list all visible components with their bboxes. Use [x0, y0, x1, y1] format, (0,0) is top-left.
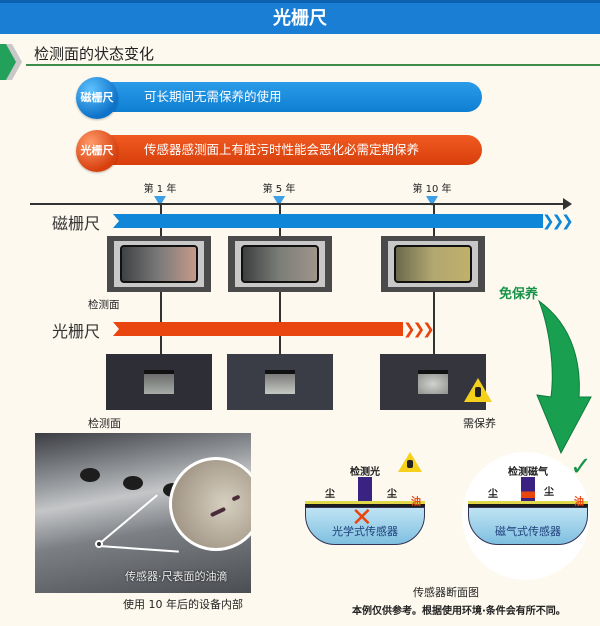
year-label: 第 10 年	[412, 184, 452, 195]
zoom-target-dot	[95, 540, 103, 548]
maintenance-free-arrow-icon	[536, 299, 592, 455]
year-label: 第 1 年	[143, 184, 177, 195]
blocked-x-icon: ✕	[351, 503, 373, 533]
optical-sensor-label: 光学式传感器	[332, 525, 398, 538]
title-bar: 光栅尺	[0, 0, 600, 34]
magnetic-surface-year1	[107, 236, 211, 292]
equipment-photo: 传感器·尺表面的油滴	[35, 433, 251, 593]
magnetic-surface-label: 检测面	[88, 299, 120, 311]
dust-label: 尘	[325, 489, 335, 500]
maintenance-free-label: 免保养	[499, 287, 539, 302]
magnified-oil-drop	[169, 457, 251, 551]
oil-label: 油	[411, 497, 421, 508]
oil-label: 油	[574, 497, 584, 508]
photo-inner-caption: 传感器·尺表面的油滴	[125, 570, 228, 583]
magnetic-sensor-diagram: 检测磁气 尘 尘 油 磁气式传感器	[468, 465, 588, 545]
detect-magnetic-label: 检测磁气	[508, 467, 548, 478]
detect-light-label: 检测光	[350, 467, 380, 478]
magnetic-surface-year5	[228, 236, 332, 292]
section-header: 检测面的状态变化	[0, 40, 600, 80]
time-axis	[30, 198, 572, 210]
optical-sensor-diagram: 检测光 ✕ 尘 尘 油 光学式传感器	[305, 465, 425, 545]
zoom-pointer	[98, 545, 179, 553]
optical-continues-icon: ❯❯❯	[403, 320, 435, 338]
optical-badge: 光栅尺	[76, 130, 118, 172]
axis-arrow-icon	[563, 198, 572, 210]
dust-label: 尘	[544, 487, 554, 498]
section-tab-icon	[0, 44, 22, 80]
optical-surface-year5	[227, 354, 333, 410]
marker-triangle-icon	[154, 196, 166, 206]
check-icon: ✓	[570, 452, 592, 482]
year-marker-1: 第 1 年	[135, 180, 185, 206]
disclaimer-note: 本例仅供参考。根据使用环境·条件会有所不同。	[352, 606, 566, 617]
year-label: 第 5 年	[262, 184, 296, 195]
diagram-caption: 传感器断面图	[413, 586, 479, 599]
optical-surface-label: 检测面	[88, 417, 121, 430]
magnetic-summary-pill: 磁栅尺 可长期间无需保养的使用	[76, 77, 482, 119]
optical-row-label: 光栅尺	[52, 322, 101, 341]
magnetic-surface-year10	[381, 236, 485, 292]
section-title: 检测面的状态变化	[34, 45, 155, 63]
magnetic-continues-icon: ❯❯❯	[542, 212, 574, 230]
optical-summary-text: 传感器感测面上有脏污时性能会恶化必需定期保养	[144, 142, 420, 157]
optical-warning-icon	[398, 452, 422, 472]
magnetic-summary-text: 可长期间无需保养的使用	[144, 89, 282, 104]
magnetic-badge: 磁栅尺	[76, 77, 118, 119]
optical-lifetime-band	[113, 322, 403, 336]
magnetic-sensor-label: 磁气式传感器	[495, 525, 561, 538]
year-marker-5: 第 5 年	[254, 180, 304, 206]
marker-triangle-icon	[426, 196, 438, 206]
year-marker-10: 第 10 年	[407, 180, 457, 206]
magnetic-row-label: 磁栅尺	[52, 214, 101, 233]
dust-label: 尘	[488, 489, 498, 500]
maintenance-required-label: 需保养	[463, 417, 496, 430]
zoom-pointer	[98, 494, 158, 545]
magnetic-lifetime-band	[113, 214, 543, 228]
section-divider	[26, 64, 600, 66]
photo-caption: 使用 10 年后的设备内部	[123, 598, 243, 611]
optical-surface-year1	[106, 354, 212, 410]
optical-summary-pill: 光栅尺 传感器感测面上有脏污时性能会恶化必需定期保养	[76, 130, 482, 172]
maintenance-warning-icon	[464, 378, 492, 402]
dust-label: 尘	[387, 489, 397, 500]
marker-triangle-icon	[273, 196, 285, 206]
